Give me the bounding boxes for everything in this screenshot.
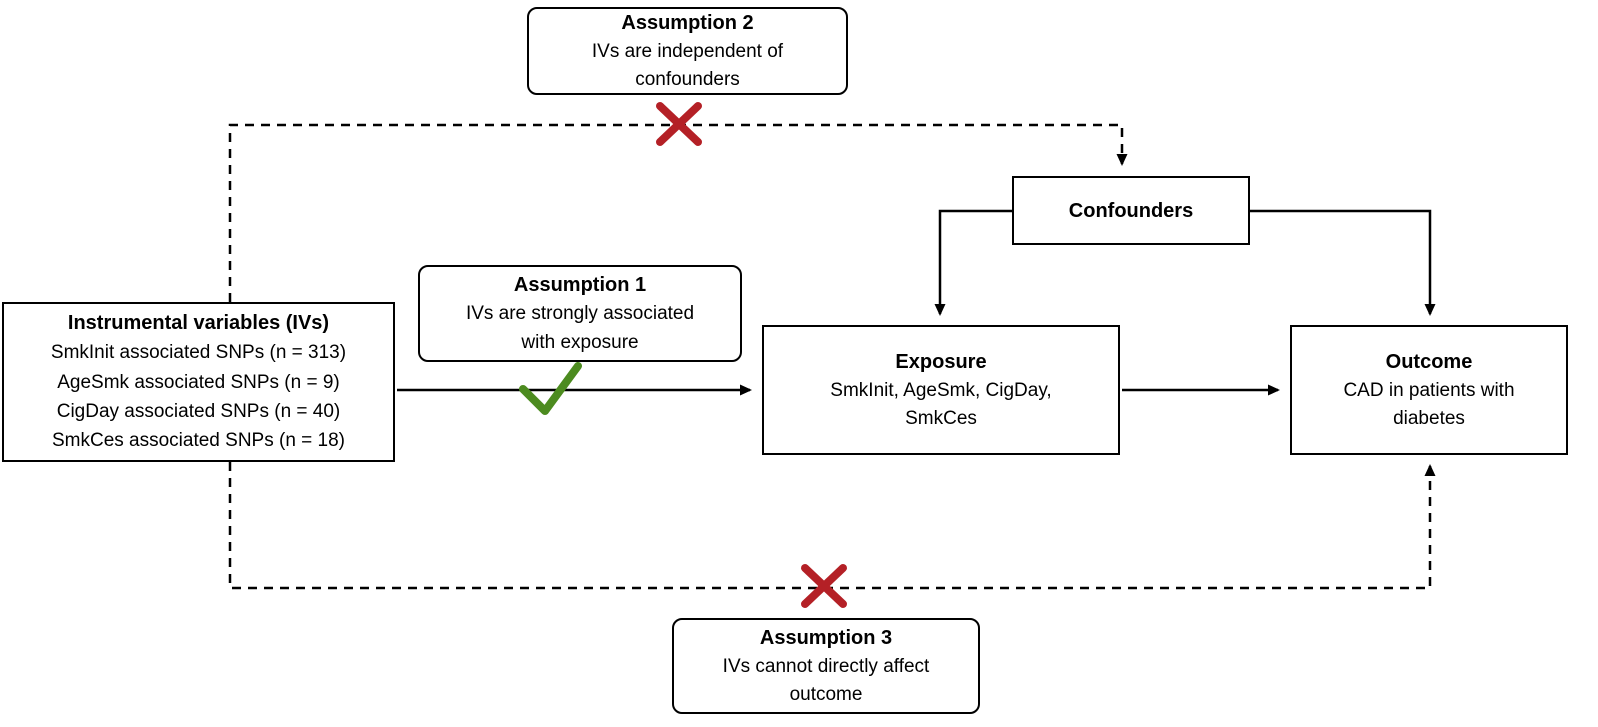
exposure-box: Exposure SmkInit, AgeSmk, CigDay, SmkCes	[762, 325, 1120, 455]
iv-snp-line: SmkCes associated SNPs (n = 18)	[51, 430, 346, 452]
exposure-title: Exposure	[895, 350, 987, 373]
red-x-icon-bottom	[801, 564, 847, 608]
arrow-confounders-to-exposure	[934, 209, 1012, 316]
arrow-confounders-to-outcome	[1250, 209, 1436, 316]
iv-snp-line: AgeSmk associated SNPs (n = 9)	[57, 371, 340, 393]
outcome-box: Outcome CAD in patients with diabetes	[1290, 325, 1568, 455]
green-check-icon	[519, 362, 582, 415]
assumption3-box: Assumption 3 IVs cannot directly affect …	[672, 618, 980, 714]
assumption2-box: Assumption 2 IVs are independent of conf…	[527, 7, 848, 95]
assumption3-title: Assumption 3	[759, 626, 893, 649]
iv-snp-line: SmkInit associated SNPs (n = 313)	[50, 342, 347, 364]
assumption3-body: IVs cannot directly affect outcome	[722, 655, 930, 706]
instrumental-variables-title: Instrumental variables (IVs)	[67, 312, 330, 335]
dashed-connector-ivs-to-confounders	[228, 123, 1128, 302]
dashed-connector-ivs-to-outcome	[228, 462, 1436, 590]
red-x-icon-top	[656, 102, 702, 146]
outcome-body: CAD in patients with diabetes	[1343, 379, 1515, 430]
confounders-box: Confounders	[1012, 176, 1250, 245]
assumption1-body: IVs are strongly associated with exposur…	[465, 303, 695, 353]
assumption1-title: Assumption 1	[513, 274, 647, 296]
exposure-body: SmkInit, AgeSmk, CigDay, SmkCes	[830, 379, 1052, 430]
assumption2-title: Assumption 2	[621, 11, 754, 34]
iv-snp-line: CigDay associated SNPs (n = 40)	[56, 401, 341, 422]
outcome-title: Outcome	[1385, 350, 1473, 373]
instrumental-variables-box: Instrumental variables (IVs) SmkInit ass…	[2, 302, 395, 462]
assumption2-body: IVs are independent of confounders	[591, 40, 784, 91]
confounders-title: Confounders	[1068, 199, 1194, 222]
assumption1-box: Assumption 1 IVs are strongly associated…	[418, 265, 742, 362]
